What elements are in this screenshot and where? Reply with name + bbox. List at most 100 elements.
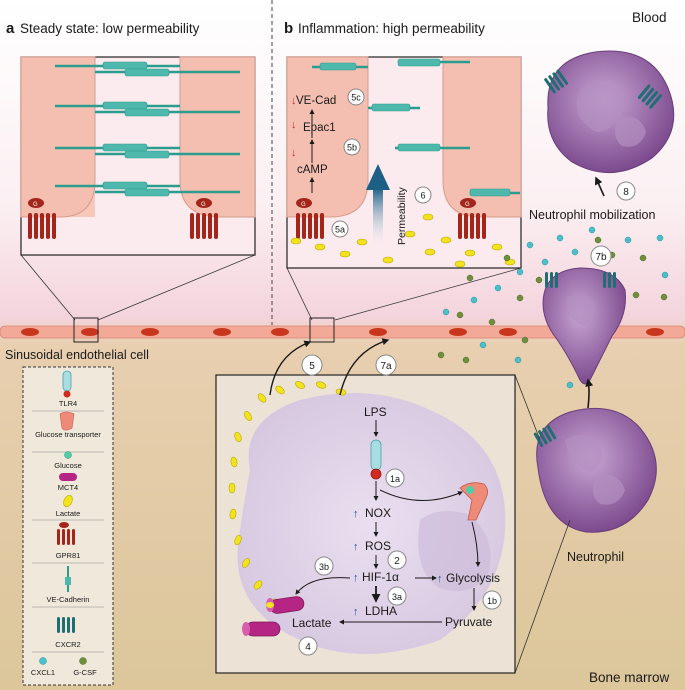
legend-lactate: Lactate — [56, 509, 81, 518]
glucose-transporter-icon — [459, 482, 488, 521]
svg-text:6: 6 — [420, 191, 425, 201]
increase-arrow-icon: ↑ — [437, 573, 443, 585]
svg-text:G: G — [465, 202, 470, 208]
increase-arrow-icon: ↑ — [353, 572, 359, 584]
svg-text:G: G — [33, 202, 38, 208]
inset-b-camp-label: cAMP — [297, 164, 328, 176]
glycolysis-label: Glycolysis — [446, 571, 500, 585]
tlr4-receptor-icon — [370, 439, 382, 480]
inset-b-epac-label: Epac1 — [303, 122, 336, 134]
transmigration-arrow — [585, 378, 594, 409]
svg-text:7b: 7b — [595, 252, 607, 263]
neutrophil-transmigrating — [542, 267, 626, 385]
step-3a: 3a — [387, 586, 407, 606]
svg-text:7a: 7a — [380, 361, 392, 372]
permeability-arrow-icon — [366, 164, 390, 250]
inset-b: VE-Cad ↓ Epac1 ↓ cAMP ↓ 5c 5b 5a 6 — [286, 56, 522, 321]
cxcr2-receptor-icon — [637, 84, 662, 109]
panel-a-title: Steady state: low permeability — [20, 21, 200, 36]
decrease-arrow-icon: ↓ — [291, 95, 297, 107]
mct4-transporter-icon — [242, 596, 305, 637]
ldha-label: LDHA — [365, 604, 397, 618]
svg-text:2: 2 — [394, 556, 400, 567]
increase-arrow-icon: ↑ — [353, 541, 359, 553]
svg-text:1b: 1b — [487, 596, 497, 606]
ros-label: ROS — [365, 539, 391, 553]
tlr4-icon — [62, 370, 72, 398]
step-5c: 5c — [347, 88, 365, 106]
lps-label: LPS — [364, 405, 387, 419]
svg-text:5a: 5a — [335, 225, 345, 235]
svg-text:3a: 3a — [392, 592, 402, 602]
svg-text:3b: 3b — [319, 562, 329, 572]
panel-b-title: Inflammation: high permeability — [298, 21, 485, 36]
step-8: 8 — [616, 181, 636, 201]
mobilization-arrow — [594, 176, 605, 197]
svg-text:5c: 5c — [351, 93, 361, 103]
legend-tlr4: TLR4 — [59, 399, 77, 408]
increase-arrow-icon: ↑ — [353, 606, 359, 618]
gpr81-receptor-b1: G — [296, 198, 324, 239]
legend-glucose: Glucose — [54, 461, 82, 470]
legend-cxcr2: CXCR2 — [55, 640, 80, 649]
step-6: 6 — [414, 186, 432, 204]
lactate-arc — [228, 381, 347, 608]
blood-label: Blood — [632, 10, 667, 25]
bone-marrow-label: Bone marrow — [589, 670, 670, 685]
glucose-icon — [64, 451, 72, 459]
gcsf-icon — [79, 657, 87, 665]
step-2: 2 — [387, 550, 407, 570]
step-1b: 1b — [482, 590, 502, 610]
svg-text:8: 8 — [623, 187, 629, 198]
permeability-label: Permeability — [396, 186, 408, 245]
arrow-5 — [269, 340, 312, 396]
legend-gcsf: G-CSF — [73, 668, 97, 677]
svg-text:5: 5 — [309, 361, 315, 372]
macrophage-panel — [215, 374, 516, 674]
svg-text:G: G — [201, 202, 206, 208]
gpr81-receptor-b2: G — [458, 198, 486, 239]
step-7b: 7b — [590, 245, 612, 267]
legend: TLR4 Glucose transporter Glucose MCT4 La… — [22, 366, 114, 686]
legend-mct4: MCT4 — [58, 483, 78, 492]
lactate-molecules-inset — [290, 213, 516, 268]
step-7a: 7a — [375, 354, 397, 376]
decrease-arrow-icon: ↓ — [291, 147, 297, 159]
nox-label: NOX — [365, 506, 391, 520]
step-4: 4 — [298, 636, 318, 656]
panel-b-letter: b — [284, 20, 293, 37]
panel-a-letter: a — [6, 20, 15, 37]
gpr81-icon — [57, 522, 75, 545]
endothelial-label: Sinusoidal endothelial cell — [5, 348, 149, 362]
mct4-icon — [59, 473, 77, 481]
neutrophil-marrow — [533, 407, 657, 533]
cxcl1-icon — [39, 657, 47, 665]
legend-vecadherin: VE-Cadherin — [47, 595, 90, 604]
svg-text:1a: 1a — [390, 474, 400, 484]
svg-text:4: 4 — [305, 642, 311, 653]
decrease-arrow-icon: ↓ — [291, 119, 297, 131]
gpr81-receptor-a1: G — [28, 198, 56, 239]
pyruvate-label: Pyruvate — [445, 615, 493, 629]
hif-label: HIF-1α — [362, 570, 399, 584]
vecadherin-icon — [65, 566, 71, 592]
svg-text:G: G — [301, 202, 306, 208]
gpr81-receptor-a2: G — [190, 198, 218, 239]
legend-cxcl1: CXCL1 — [31, 668, 55, 677]
increase-arrow-icon: ↑ — [353, 508, 359, 520]
lactate-label: Lactate — [292, 616, 332, 630]
lactate-icon — [63, 495, 73, 507]
mobilization-label: Neutrophil mobilization — [529, 208, 656, 222]
step-5b: 5b — [343, 138, 361, 156]
inset-a: G G — [20, 56, 256, 321]
step-3b: 3b — [314, 556, 334, 576]
glucose-transporter-icon — [59, 411, 75, 431]
cxcr2-receptor-icon — [544, 69, 569, 94]
inset-b-vecad-label: VE-Cad — [296, 95, 336, 107]
cxcr2-icon — [57, 617, 75, 633]
arrow-7a — [339, 338, 390, 396]
legend-glut: Glucose transporter — [35, 430, 101, 439]
step-1a: 1a — [385, 468, 405, 488]
